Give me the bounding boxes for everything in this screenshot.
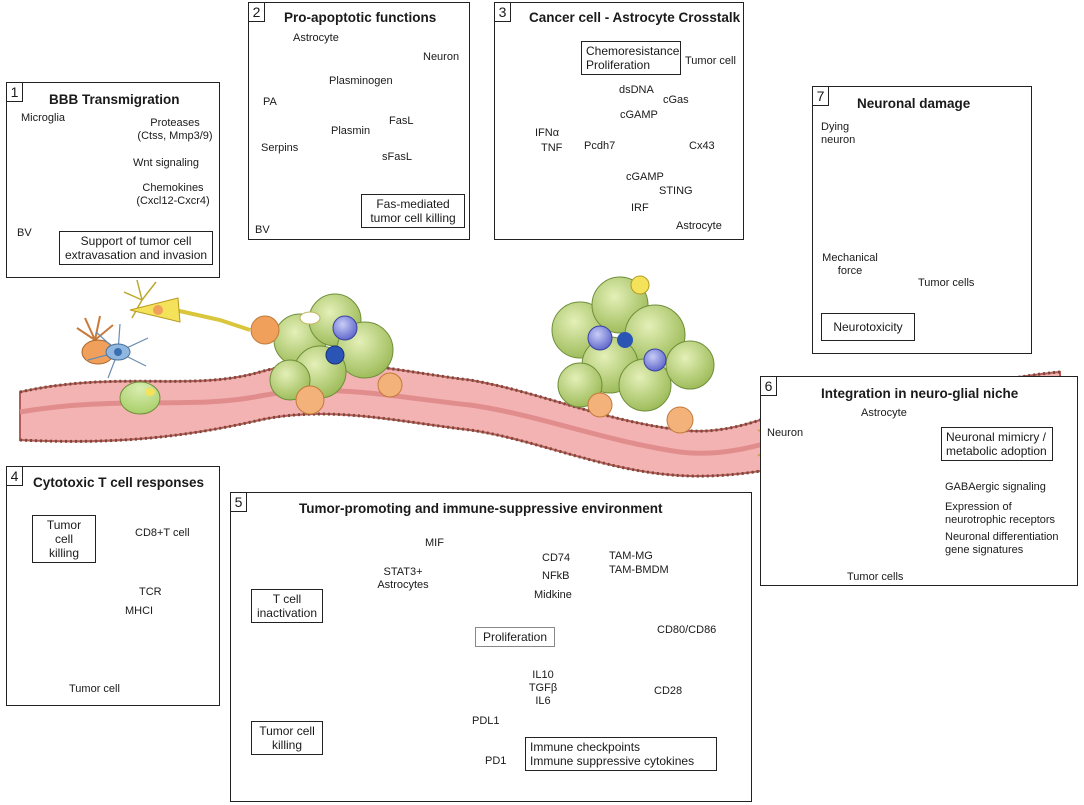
astrocyte-label: Astrocyte	[676, 220, 722, 232]
neuronal-mimicry-box: Neuronal mimicry /metabolic adoption	[941, 427, 1053, 461]
astrocyte-label: Astrocyte	[861, 407, 907, 419]
panel-title: Integration in neuro-glial niche	[821, 386, 1019, 401]
panel-number: 7	[812, 86, 829, 106]
panel-number: 5	[230, 492, 247, 512]
astrocyte-label: Astrocyte	[293, 32, 339, 44]
midkine-label: Midkine	[534, 589, 572, 601]
microglia-label: Microglia	[21, 112, 66, 124]
panel-title: Neuronal damage	[857, 96, 971, 111]
plasmin-label: Plasmin	[331, 125, 371, 137]
nfkb-label: NFkB	[542, 570, 570, 582]
panel-title: BBB Transmigration	[49, 92, 180, 107]
cd74-label: CD74	[542, 552, 571, 564]
panel-title: Cancer cell - Astrocyte Crosstalk	[529, 10, 741, 25]
vessel-neuron-left	[123, 279, 251, 332]
plasminogen-label: Plasminogen	[329, 75, 393, 87]
panel-title: Pro-apoptotic functions	[284, 10, 437, 25]
proliferation-box: Proliferation	[475, 627, 555, 647]
fasl-label: FasL	[389, 115, 414, 127]
panel-number: 3	[494, 2, 511, 22]
neuron-label: Neuron	[767, 427, 804, 439]
pcdh7-label: Pcdh7	[584, 140, 616, 152]
vessel-astrocyte-left	[87, 323, 149, 379]
tnf-label: TNF	[541, 142, 563, 154]
panel-neuro-glial-niche: 6 Integration in neuro-glial niche Astro…	[760, 376, 1078, 586]
stat3-astrocytes-label: STAT3+Astrocytes	[377, 566, 429, 591]
tam-bmdm-label: TAM-BMDM	[609, 564, 669, 576]
panel-number: 2	[248, 2, 265, 22]
cd8-label: CD8+T cell	[135, 527, 190, 539]
chemokines-label: Chemokines(Cxcl12-Cxcr4)	[136, 182, 210, 207]
panel-number: 1	[6, 82, 23, 102]
pa-label: PA	[263, 96, 277, 108]
mhci-label: MHCI	[125, 605, 154, 617]
dsdna-label: dsDNA	[619, 84, 654, 96]
pdl1-label: PDL1	[472, 715, 500, 727]
tumor-cells-label: Tumor cells	[847, 571, 904, 583]
tumor-cells-label: Tumor cells	[918, 277, 975, 289]
panel-number: 4	[6, 466, 23, 486]
neurotoxicity-box: Neurotoxicity	[821, 313, 915, 341]
sfasl-label: sFasL	[382, 151, 412, 163]
cgamp-bottom-label: cGAMP	[626, 171, 664, 183]
panel-number: 6	[760, 376, 777, 396]
mif-label: MIF	[425, 537, 444, 549]
tumor-cell-label: Tumor cell	[685, 55, 736, 67]
tam-mg-label: TAM-MG	[609, 550, 653, 562]
panel-pro-apoptotic: 2 Pro-apoptotic functions Astrocyte Neur…	[248, 2, 470, 240]
panel-title: Cytotoxic T cell responses	[33, 475, 205, 490]
gaba-label: GABAergic signaling	[945, 481, 1046, 493]
wnt-label: Wnt signaling	[133, 157, 200, 169]
panel-cancer-astrocyte-crosstalk: 3 Cancer cell - Astrocyte Crosstalk Chem…	[494, 2, 744, 240]
cx43-label: Cx43	[689, 140, 715, 152]
cgas-label: cGas	[663, 94, 689, 106]
cd28-label: CD28	[654, 685, 683, 697]
tumor-cluster-center	[250, 293, 403, 415]
panel-tumor-promoting-environment: 5 Tumor-promoting and immune-suppressive…	[230, 492, 752, 802]
bv-label: BV	[255, 224, 270, 236]
tumor-cluster-right	[551, 275, 715, 434]
bv-label: BV	[17, 227, 32, 239]
sting-label: STING	[659, 185, 693, 197]
panel-bbb-transmigration: 1 BBB Transmigration Microglia Proteases…	[6, 82, 220, 278]
serpins-label: Serpins	[261, 142, 299, 154]
cd80-label: CD80/CD86	[657, 624, 717, 636]
irf-label: IRF	[631, 202, 649, 214]
proteases-label: Proteases(Ctss, Mmp3/9)	[137, 117, 213, 142]
panel-title: Tumor-promoting and immune-suppressive e…	[299, 501, 663, 516]
tumor-cell-label: Tumor cell	[69, 683, 120, 695]
cgamp-top-label: cGAMP	[620, 109, 658, 121]
vessel-microglia-left	[76, 315, 161, 415]
neuron-label: Neuron	[423, 51, 460, 63]
ifna-label: IFNα	[535, 127, 560, 139]
tcr-label: TCR	[139, 586, 162, 598]
pd1-label: PD1	[485, 755, 507, 767]
